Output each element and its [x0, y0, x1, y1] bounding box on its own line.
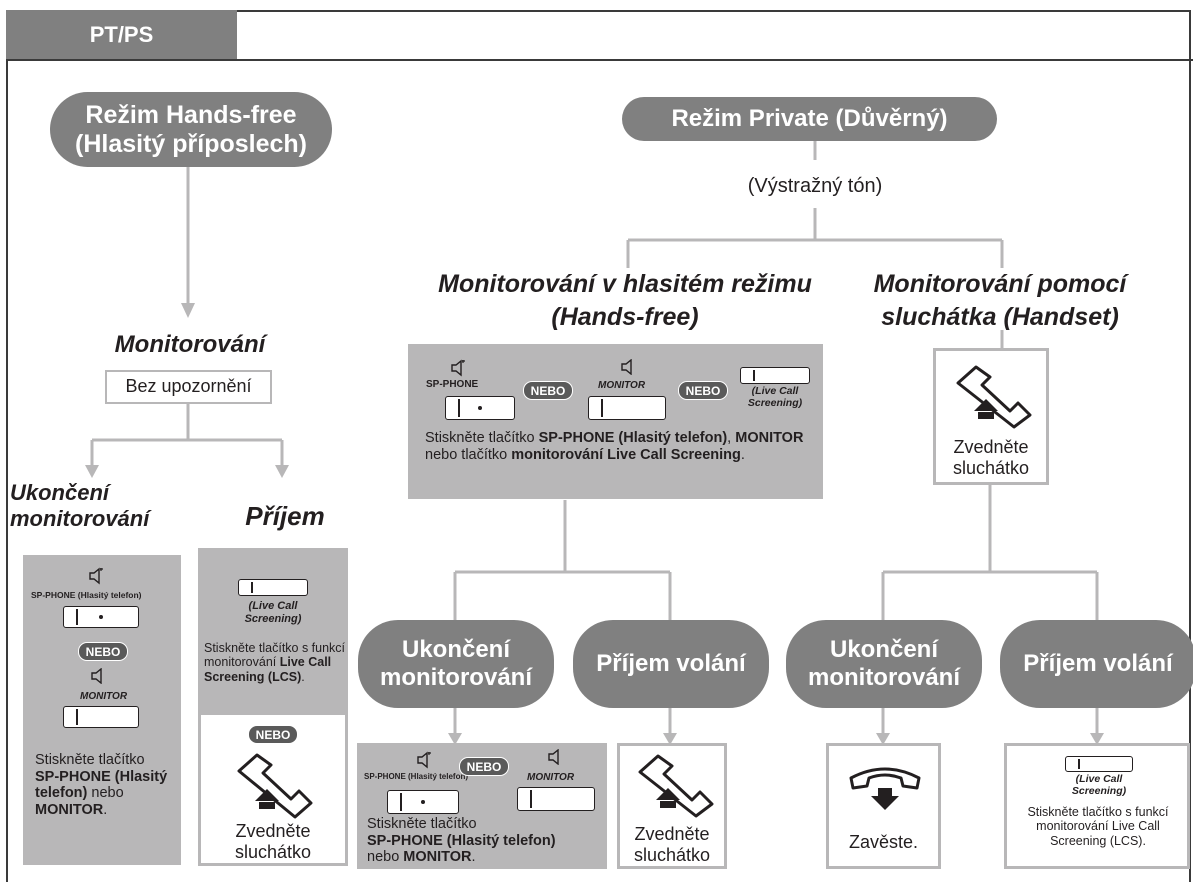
- hang-up-handset-icon: [849, 767, 921, 810]
- lift-handset-label: Zvedněte sluchátko: [633, 824, 711, 865]
- end-monitoring-box-handsfree: SP-PHONE (Hlasitý telefon) NEBO MONITOR …: [357, 743, 607, 869]
- monitor-button[interactable]: [517, 787, 595, 811]
- end-monitoring-box: SP-PHONE (Hlasitý telefon) NEBO MONITOR …: [23, 555, 181, 865]
- receive-call-pill-1: Příjem volání: [573, 620, 769, 708]
- sp-phone-label: SP-PHONE (Hlasitý telefon): [364, 772, 469, 781]
- handsfree-press-box: SP-PHONE NEBO MONITOR NEBO (Live Call Sc…: [408, 344, 823, 499]
- receive-instruction: Stiskněte tlačítko s funkcí monitorování…: [204, 641, 346, 684]
- lcs-button[interactable]: [238, 579, 308, 596]
- lift-handset-icon: [638, 754, 714, 818]
- receive-lift-box: NEBO Zvedněte sluchátko: [198, 712, 348, 866]
- monitor-label: MONITOR: [598, 380, 646, 391]
- hang-up-box: Zavěste.: [826, 743, 941, 869]
- receive-call-lift-box: Zvedněte sluchátko: [617, 743, 727, 869]
- end-monitoring-pill-1: Ukončení monitorování: [358, 620, 554, 708]
- monitor-label: MONITOR: [527, 772, 575, 783]
- speakerphone-icon: [451, 359, 465, 377]
- end-monitoring-pill-2: Ukončení monitorování: [786, 620, 982, 708]
- hang-up-label: Zavěste.: [848, 832, 919, 852]
- nebo-badge: NEBO: [248, 725, 298, 744]
- sp-phone-label: SP-PHONE: [426, 379, 479, 390]
- sp-phone-button[interactable]: [63, 606, 139, 628]
- sp-phone-button[interactable]: [445, 396, 515, 420]
- speakerphone-icon: [417, 751, 431, 769]
- nebo-badge: NEBO: [459, 757, 509, 776]
- receive-call-lcs-box: (Live Call Screening) Stiskněte tlačítko…: [1004, 743, 1190, 869]
- tab-divider: [6, 59, 1193, 61]
- end-monitoring-title: Ukončení monitorování: [10, 480, 150, 532]
- no-alert-label: Bez upozornění: [105, 370, 272, 404]
- lcs-label: (Live Call Screening): [1071, 773, 1127, 797]
- lift-handset-label: Zvedněte sluchátko: [952, 437, 1030, 478]
- monitor-button[interactable]: [588, 396, 666, 420]
- warning-tone-label: (Výstražný tón): [747, 175, 883, 197]
- monitor-button[interactable]: [63, 706, 139, 728]
- handset-lift-box: Zvedněte sluchátko: [933, 348, 1049, 485]
- monitor-label: MONITOR: [80, 691, 128, 702]
- lift-handset-label: Zvedněte sluchátko: [234, 821, 312, 862]
- receive-lcs-box: (Live Call Screening) Stiskněte tlačítko…: [198, 548, 348, 713]
- handsfree-instruction: Stiskněte tlačítko SP-PHONE (Hlasitý tel…: [425, 430, 804, 463]
- lift-handset-icon: [956, 365, 1032, 429]
- receive-call-pill-2: Příjem volání: [1000, 620, 1193, 708]
- private-mode-pill: Režim Private (Důvěrný): [622, 97, 997, 141]
- receive-title: Příjem: [245, 501, 325, 531]
- receive-lcs-instruction: Stiskněte tlačítko s funkcí monitorování…: [1027, 805, 1169, 848]
- monitor-speaker-icon: [621, 359, 632, 375]
- monitor-speaker-icon: [548, 749, 559, 765]
- lcs-button[interactable]: [740, 367, 810, 384]
- speakerphone-icon: [89, 567, 103, 585]
- monitor-speaker-icon: [91, 668, 102, 684]
- nebo-badge: NEBO: [678, 381, 728, 400]
- nebo-badge: NEBO: [523, 381, 573, 400]
- handset-monitoring-title: Monitorování pomocí sluchátka (Handset): [873, 270, 1127, 331]
- diagram-frame: [6, 10, 1191, 882]
- monitoring-title: Monitorování: [114, 331, 266, 358]
- lcs-button[interactable]: [1065, 756, 1133, 772]
- lcs-label: (Live Call Screening): [747, 385, 803, 409]
- nebo-badge: NEBO: [78, 642, 128, 661]
- section-tab: PT/PS: [6, 10, 237, 60]
- sp-phone-button[interactable]: [387, 790, 459, 814]
- hands-free-mode-pill: Režim Hands-free (Hlasitý příposlech): [50, 92, 332, 167]
- handsfree-monitoring-title: Monitorování v hlasitém režimu (Hands-fr…: [438, 270, 812, 331]
- lift-handset-icon: [237, 753, 313, 819]
- sp-phone-label: SP-PHONE (Hlasitý telefon): [31, 590, 142, 600]
- lcs-label: (Live Call Screening): [244, 600, 302, 625]
